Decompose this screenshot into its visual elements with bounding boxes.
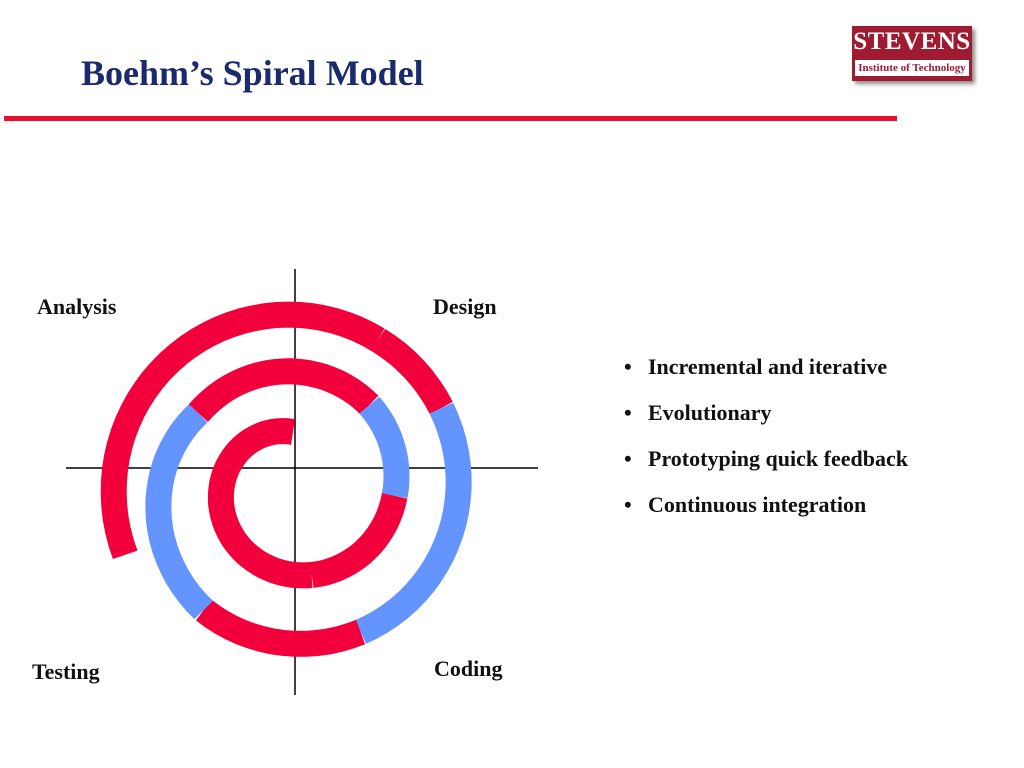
quadrant-label-coding: Coding bbox=[434, 656, 503, 681]
spiral-arc-outer-right bbox=[355, 402, 472, 644]
spiral-arc-outer-top bbox=[100, 301, 385, 559]
bullet-text: Continuous integration bbox=[648, 492, 867, 517]
title-divider bbox=[4, 116, 897, 121]
bullet-list: •Incremental and iterative •Evolutionary… bbox=[624, 352, 908, 536]
quadrant-label-analysis: Analysis bbox=[37, 294, 117, 319]
spiral-arc-outer-upper-right bbox=[370, 328, 453, 415]
spiral-arc-mid-top bbox=[188, 358, 379, 422]
spiral-arc-outer-bottom bbox=[195, 599, 366, 657]
spiral-arc-inner-coil bbox=[207, 418, 313, 589]
quadrant-label-design: Design bbox=[433, 294, 497, 319]
logo-name: STEVENS bbox=[853, 28, 971, 55]
stevens-logo: STEVENS Institute of Technology bbox=[852, 26, 972, 81]
spiral-arc-mid-left bbox=[145, 403, 213, 620]
bullet-text: Prototyping quick feedback bbox=[648, 446, 908, 471]
logo-subtitle: Institute of Technology bbox=[855, 60, 969, 76]
quadrant-label-testing: Testing bbox=[32, 659, 100, 684]
bullet-item: •Prototyping quick feedback bbox=[624, 446, 908, 471]
bullet-item: •Evolutionary bbox=[624, 400, 772, 425]
slide-title: Boehm’s Spiral Model bbox=[81, 53, 424, 93]
spiral-arcs bbox=[100, 301, 472, 657]
bullet-item: •Incremental and iterative bbox=[624, 354, 888, 379]
spiral-arc-mid-right bbox=[359, 396, 410, 499]
bullet-text: Incremental and iterative bbox=[648, 354, 888, 379]
bullet-item: •Continuous integration bbox=[624, 492, 867, 517]
bullet-text: Evolutionary bbox=[648, 400, 772, 425]
spiral-arc-mid-lower-right bbox=[309, 493, 408, 588]
